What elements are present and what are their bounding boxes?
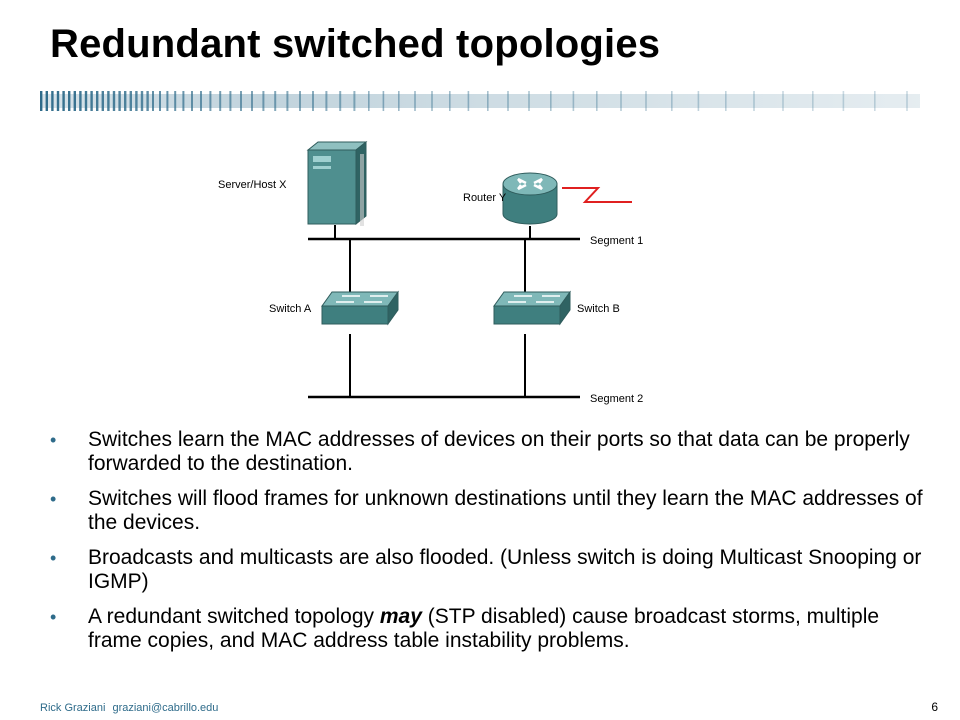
page-number: 6 — [931, 700, 938, 714]
bullet-text: Broadcasts and multicasts are also flood… — [88, 546, 922, 593]
bullet-text: Switches will flood frames for unknown d… — [88, 487, 923, 534]
bullet-dot: • — [50, 430, 57, 450]
network-diagram: Server/Host X Router Y Segment 1 Switch … — [218, 140, 643, 405]
bullet-item: • Broadcasts and multicasts are also flo… — [50, 546, 930, 594]
title-underline-bar — [40, 91, 920, 111]
footer-credit: Rick Graziani graziani@cabrillo.edu — [40, 702, 222, 714]
switch-a-label: Switch A — [269, 303, 312, 315]
switch-a-icon — [321, 290, 399, 326]
server-label: Server/Host X — [218, 179, 287, 191]
bullet-item: • Switches will flood frames for unknown… — [50, 487, 930, 535]
bullet-dot: • — [50, 548, 57, 568]
bullet-emphasis: may — [379, 605, 422, 628]
segment-1-label: Segment 1 — [590, 235, 643, 247]
router-label: Router Y — [463, 192, 507, 204]
bullet-text-pre: A redundant switched topology — [88, 605, 380, 628]
wan-link-icon — [562, 187, 632, 203]
bullet-item: • A redundant switched topology may (STP… — [50, 605, 930, 653]
segment-2-label: Segment 2 — [590, 393, 643, 405]
footer-author: Rick Graziani — [40, 702, 106, 714]
server-icon — [306, 140, 368, 226]
bullet-dot: • — [50, 607, 57, 627]
bullet-item: • Switches learn the MAC addresses of de… — [50, 428, 930, 476]
bullet-text: Switches learn the MAC addresses of devi… — [88, 428, 910, 475]
switch-b-icon — [493, 290, 571, 326]
bullet-text-post: (STP disabled) cause broadcast storms, m… — [88, 605, 880, 652]
bullet-dot: • — [50, 489, 57, 509]
router-icon — [502, 172, 558, 225]
bullet-list: • Switches learn the MAC addresses of de… — [50, 428, 930, 664]
footer-email: graziani@cabrillo.edu — [112, 702, 219, 714]
slide-title: Redundant switched topologies — [50, 22, 661, 66]
switch-b-label: Switch B — [577, 303, 620, 315]
